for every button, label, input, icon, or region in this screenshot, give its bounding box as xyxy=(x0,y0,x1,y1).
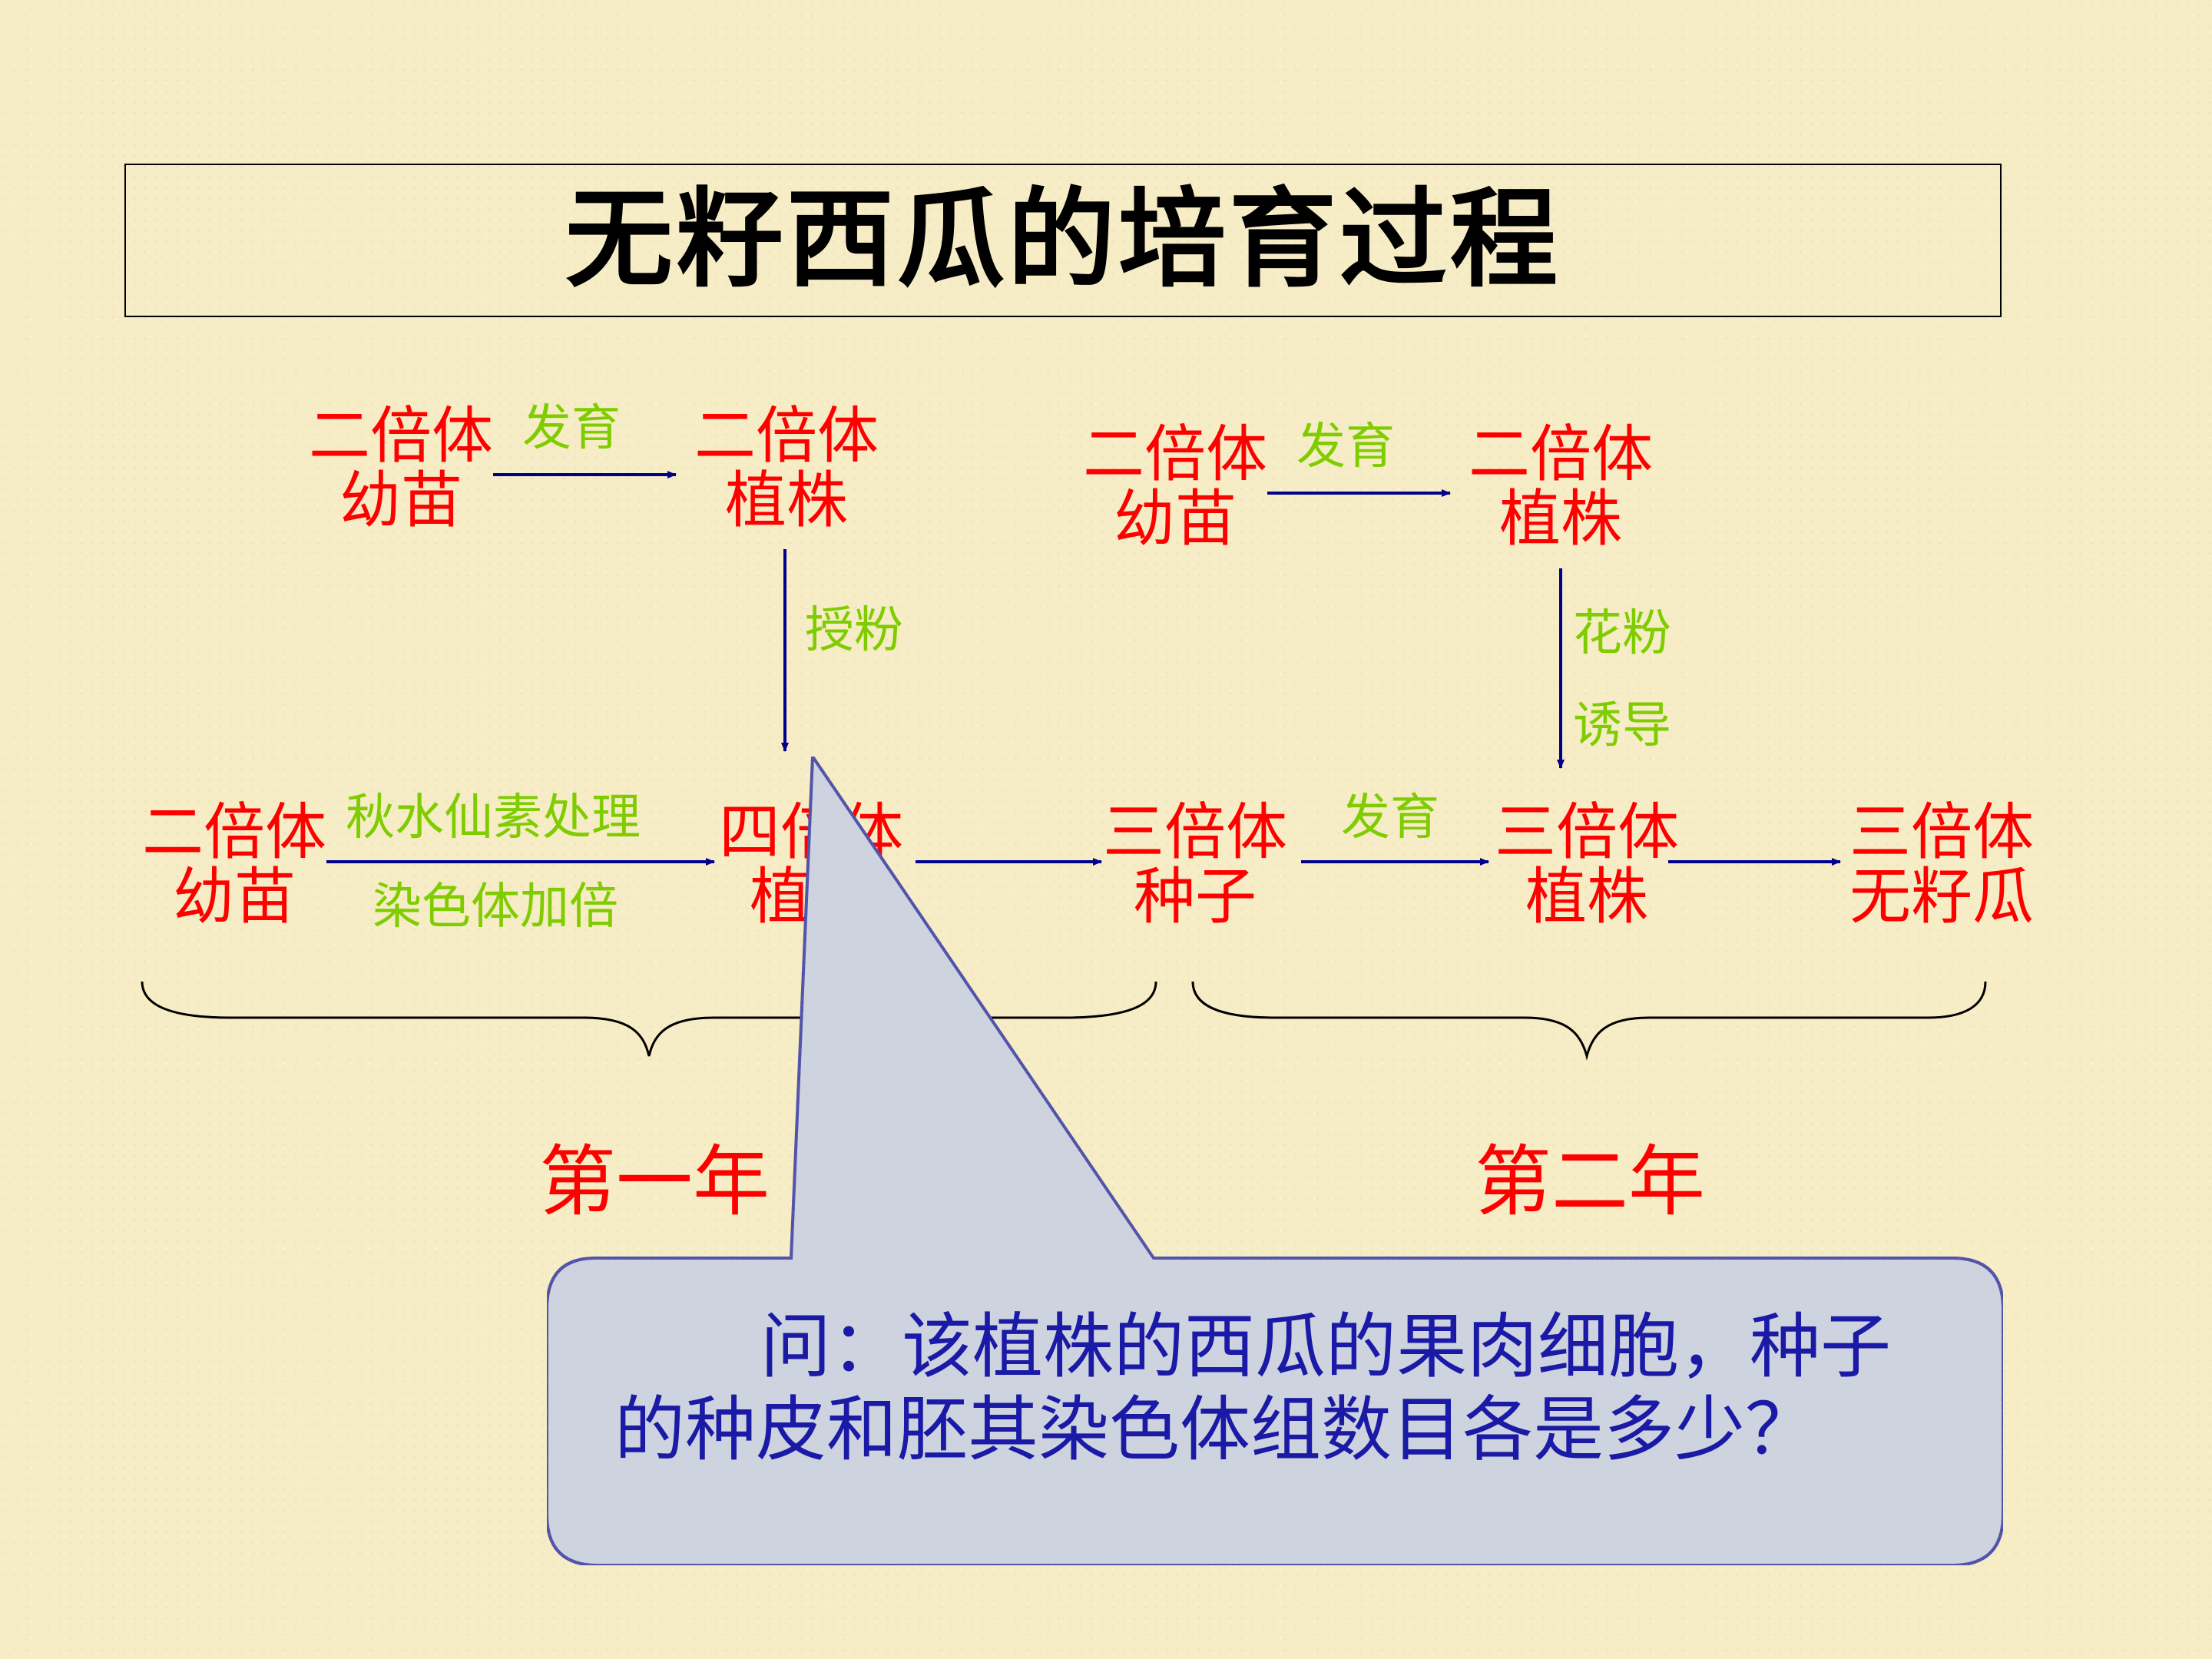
node-y2-diploid-seedling: 二倍体 幼苗 xyxy=(1052,422,1298,551)
node-y2-triploid-plant: 三倍体 植株 xyxy=(1464,800,1710,929)
node-y1-diploid-seedling-bottom: 二倍体 幼苗 xyxy=(111,800,357,929)
node-line1: 三倍体 xyxy=(1103,796,1287,868)
label-y2-induce: 诱导 xyxy=(1573,697,1671,754)
callout-bubble xyxy=(545,751,2005,1567)
node-line1: 三倍体 xyxy=(1849,796,2034,868)
label-y1-develop: 发育 xyxy=(522,400,621,457)
node-line1: 二倍体 xyxy=(1083,419,1267,490)
node-y1-diploid-plant: 二倍体 植株 xyxy=(664,404,909,533)
brace-year1 xyxy=(141,981,1157,1057)
node-line1: 二倍体 xyxy=(694,400,879,472)
brace-year2 xyxy=(1191,981,1987,1061)
node-line2: 幼苗 xyxy=(173,861,296,932)
question-line1: 问：该植株的西瓜的果肉细胞，种子 xyxy=(760,1306,1892,1388)
label-y1-colchicine: 秋水仙素处理 xyxy=(346,790,641,846)
node-line1: 三倍体 xyxy=(1495,796,1679,868)
node-line2: 植株 xyxy=(1525,861,1648,932)
node-line2: 幼苗 xyxy=(1114,483,1237,555)
label-y1-chromosome-doubling: 染色体加倍 xyxy=(373,879,618,935)
caption-year1: 第一年 xyxy=(539,1137,770,1227)
node-line2: 幼苗 xyxy=(339,465,462,536)
node-line2: 种子 xyxy=(1134,861,1257,932)
label-y2-pollen: 花粉 xyxy=(1573,605,1671,662)
page-title: 无籽西瓜的培育过程 xyxy=(565,177,1561,303)
title-box: 无籽西瓜的培育过程 xyxy=(124,164,2002,317)
node-line2: 植株 xyxy=(1499,483,1622,555)
label-y1-pollinate: 授粉 xyxy=(805,602,903,659)
node-line1: 二倍体 xyxy=(142,796,326,868)
caption-year2: 第二年 xyxy=(1475,1137,1705,1227)
label-y2-develop2: 发育 xyxy=(1341,790,1439,846)
node-y2-seedless-melon: 三倍体 无籽瓜 xyxy=(1819,800,2065,929)
node-line1: 二倍体 xyxy=(309,400,493,472)
node-line2: 无籽瓜 xyxy=(1849,861,2034,932)
callout-question: 问：该植株的西瓜的果肉细胞，种子 的种皮和胚其染色体组数目各是多少？ xyxy=(614,1306,1966,1472)
node-y2-diploid-plant: 二倍体 植株 xyxy=(1438,422,1684,551)
node-line2: 植株 xyxy=(725,465,848,536)
label-y2-develop: 发育 xyxy=(1296,419,1395,475)
node-y1-diploid-seedling-top: 二倍体 幼苗 xyxy=(278,404,524,533)
node-y2-triploid-seed: 三倍体 种子 xyxy=(1072,800,1318,929)
question-line2: 的种皮和胚其染色体组数目各是多少？ xyxy=(614,1389,1816,1471)
node-line1: 二倍体 xyxy=(1469,419,1653,490)
